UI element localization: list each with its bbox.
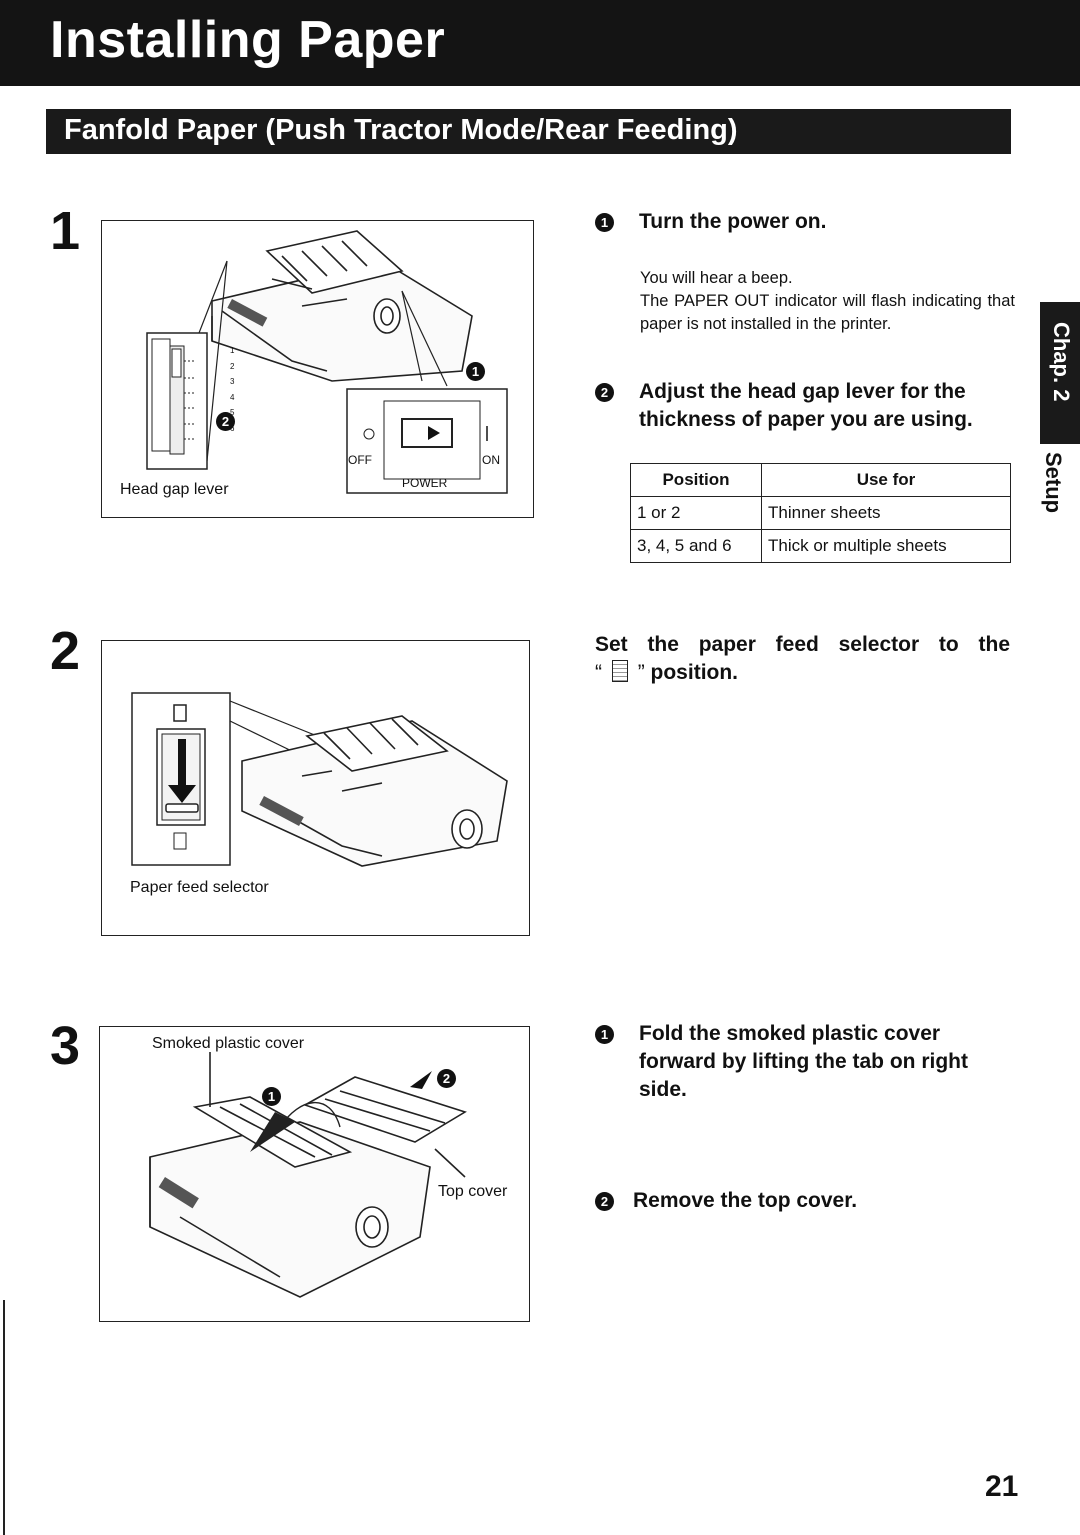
section-tab: Setup bbox=[1041, 452, 1066, 514]
chapter-tab: Chap. 2 bbox=[1040, 302, 1080, 444]
instruction-heading: Remove the top cover. bbox=[633, 1189, 858, 1212]
step3-figure: Smoked plastic cover 1 2 Top cover bbox=[99, 1026, 530, 1322]
top-cover-caption: Top cover bbox=[438, 1183, 508, 1200]
table-header: Use for bbox=[761, 463, 1011, 497]
off-label: OFF bbox=[348, 453, 372, 467]
instruction-marker: 2 bbox=[595, 383, 614, 402]
cover-removal-illustration bbox=[149, 1052, 467, 1298]
head-gap-lever-caption: Head gap lever bbox=[120, 481, 229, 498]
instruction-marker: 2 bbox=[595, 1192, 614, 1211]
paper-feed-selector-caption: Paper feed selector bbox=[130, 879, 269, 896]
page-edge-line bbox=[3, 1300, 5, 1535]
instruction-marker: 1 bbox=[595, 213, 614, 232]
instruction-marker: 1 bbox=[595, 1025, 614, 1044]
instruction-heading: Turn the power on. bbox=[639, 210, 827, 233]
paper-feed-selector-illustration bbox=[131, 692, 508, 867]
callout-marker: 1 bbox=[262, 1087, 281, 1106]
step1-instruction-1: 1 Turn the power on. bbox=[595, 208, 1015, 236]
step2-instruction: Set the paper feed selector to the “ ” p… bbox=[595, 633, 1010, 684]
step-number: 3 bbox=[50, 1016, 81, 1076]
subtitle-bar bbox=[46, 109, 1011, 154]
step-number: 1 bbox=[50, 201, 81, 261]
callout-marker: 2 bbox=[216, 412, 235, 431]
step1-instruction-2: 2 Adjust the head gap lever for the thic… bbox=[595, 378, 1015, 434]
instruction-heading: Adjust the head gap lever for the thickn… bbox=[639, 380, 973, 431]
on-label: ON bbox=[482, 453, 500, 467]
step2-figure: Paper feed selector bbox=[101, 640, 530, 936]
smoked-cover-caption: Smoked plastic cover bbox=[152, 1035, 305, 1052]
page-number: 21 bbox=[985, 1470, 1019, 1503]
step-number: 2 bbox=[50, 621, 81, 681]
page-title: Installing Paper bbox=[50, 11, 446, 69]
step1-figure: 12 34 56 1 2 OFF ON POWER Head gap lever bbox=[101, 220, 534, 518]
title-bar bbox=[0, 0, 1080, 86]
table-header: Position bbox=[630, 463, 762, 497]
instruction-heading: Fold the smoked plastic cover forward by… bbox=[639, 1022, 968, 1101]
tractor-feed-icon bbox=[611, 660, 628, 682]
step3-instruction-1: 1 Fold the smoked plastic cover forward … bbox=[595, 1020, 1015, 1104]
power-label: POWER bbox=[402, 476, 448, 490]
step3-instruction-2: 2 Remove the top cover. bbox=[595, 1187, 1015, 1215]
step1-instruction-1-body: You will hear a beep. The PAPER OUT indi… bbox=[640, 269, 1015, 333]
printer-power-illustration bbox=[146, 230, 508, 494]
callout-marker: 2 bbox=[437, 1069, 456, 1088]
section-subtitle: Fanfold Paper (Push Tractor Mode/Rear Fe… bbox=[64, 114, 738, 146]
callout-marker: 1 bbox=[466, 362, 485, 381]
